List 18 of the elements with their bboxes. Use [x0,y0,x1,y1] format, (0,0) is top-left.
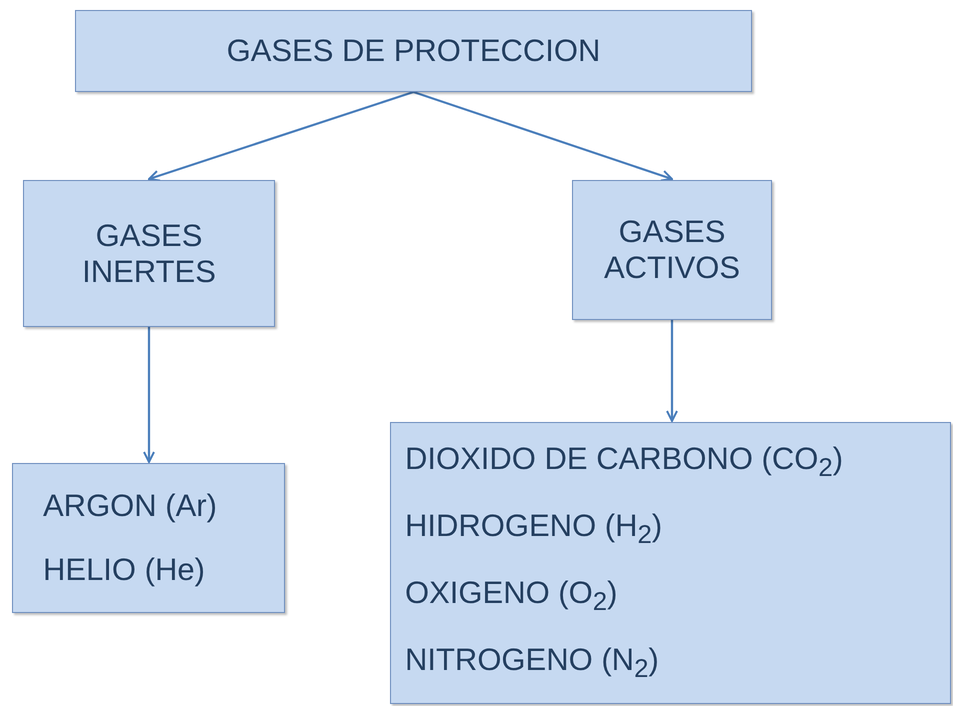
box-text: GASES INERTES [81,218,217,290]
process-box [23,180,275,327]
process-box [390,422,951,704]
box-text: HELIO (He) [43,552,205,588]
box-text: OXIGENO (O$_{2}$) [405,575,618,618]
arrow [148,90,414,182]
box-text: ARGON (Ar) [43,488,217,524]
box-text: GASES ACTIVOS [602,214,742,286]
arrow [413,90,673,182]
process-box [75,10,752,92]
process-box [12,463,285,613]
process-box [572,180,772,320]
box-text: NITROGENO (N$_{2}$) [405,642,659,685]
box-text: HIDROGENO (H$_{2}$) [405,508,662,551]
box-text: GASES DE PROTECCION [226,33,600,69]
arrow [143,327,155,463]
box-text: DIOXIDO DE CARBONO (CO$_{2}$) [405,441,844,484]
arrow [666,320,678,422]
